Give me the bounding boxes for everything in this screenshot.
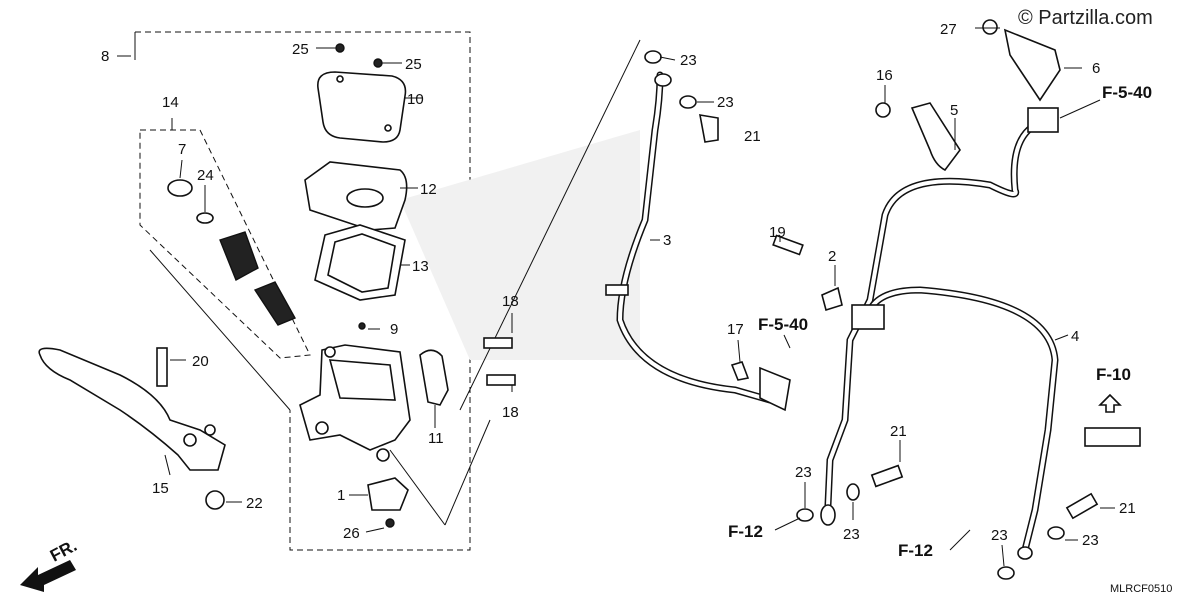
callout-10: 10	[407, 91, 424, 108]
callout-21a: 21	[744, 128, 761, 145]
master-cylinder-frame	[134, 31, 640, 551]
callout-17: 17	[727, 321, 744, 338]
callout-21c: 21	[1119, 500, 1136, 517]
callout-16: 16	[876, 67, 893, 84]
callout-23f: 23	[991, 527, 1008, 544]
callout-23b: 23	[717, 94, 734, 111]
callout-3: 3	[663, 232, 671, 249]
callout-23c: 23	[795, 464, 812, 481]
callout-18a: 18	[502, 293, 519, 310]
callout-22: 22	[246, 495, 263, 512]
ref-f540-top: F-5-40	[1102, 83, 1152, 102]
callout-13: 13	[412, 258, 429, 275]
reservoir-cap	[317, 71, 423, 143]
brackets	[821, 28, 1141, 447]
callout-7: 7	[178, 141, 186, 158]
brake-hose-upper	[605, 50, 791, 412]
callout-24: 24	[197, 167, 214, 184]
callout-23d: 23	[843, 526, 860, 543]
callout-11: 11	[428, 430, 444, 447]
direction-label: FR.	[47, 536, 80, 566]
watermark: © Partzilla.com	[1018, 7, 1153, 29]
callout-19: 19	[769, 224, 786, 241]
ref-f12-left: F-12	[728, 522, 763, 541]
callout-25a: 25	[292, 41, 309, 58]
callout-1: 1	[337, 487, 345, 504]
ref-f540-mid: F-5-40	[758, 315, 808, 334]
diaphragm-plate	[304, 161, 418, 231]
callout-9: 9	[390, 321, 398, 338]
callout-8: 8	[101, 48, 109, 65]
callout-12: 12	[420, 181, 437, 198]
piston-kit	[167, 179, 296, 326]
ref-f12-right: F-12	[898, 541, 933, 560]
callout-20: 20	[192, 353, 209, 370]
bolts-washers	[483, 19, 1099, 580]
diaphragm	[314, 224, 410, 301]
brake-hose-lower	[820, 107, 1059, 560]
ref-f10: F-10	[1096, 365, 1131, 384]
callout-14: 14	[162, 94, 179, 111]
callout-23e: 23	[1082, 532, 1099, 549]
callout-15: 15	[152, 480, 169, 497]
callout-4: 4	[1071, 328, 1079, 345]
callout-18b: 18	[502, 404, 519, 421]
callout-6: 6	[1092, 60, 1100, 77]
front-direction-arrow: FR.	[20, 536, 80, 592]
leader-lines	[117, 27, 1115, 567]
callout-26: 26	[343, 525, 360, 542]
callout-25b: 25	[405, 56, 422, 73]
callout-2: 2	[828, 248, 836, 265]
callout-5: 5	[950, 102, 958, 119]
callout-27: 27	[940, 21, 957, 38]
callout-21b: 21	[890, 423, 907, 440]
brake-switch	[349, 477, 409, 511]
brake-lever	[38, 347, 226, 471]
callout-23a: 23	[680, 52, 697, 69]
diagram-code: MLRCF0510	[1110, 583, 1172, 595]
